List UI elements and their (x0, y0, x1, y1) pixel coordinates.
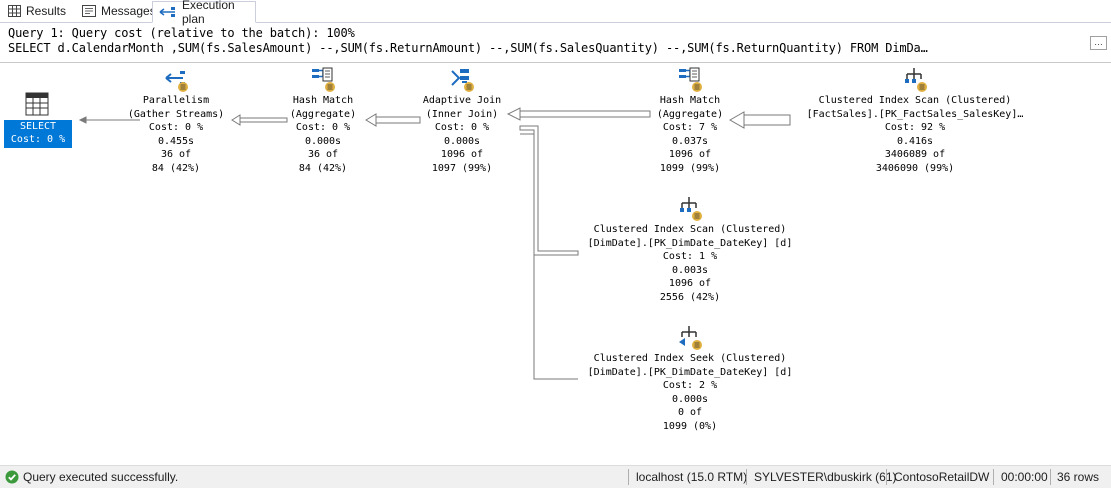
node-line: Cost: 1 % (662, 251, 718, 262)
adaptive-join-node[interactable]: Adaptive Join (Inner Join) Cost: 0 % 0.0… (404, 66, 520, 175)
select-node-cost: Cost: 0 % (10, 134, 66, 145)
node-line: 0.000s (304, 135, 342, 147)
clustered-index-seek-icon (679, 326, 702, 350)
execution-plan-canvas: SELECT Cost: 0 % Parallelism (Gather Str… (0, 62, 1111, 465)
tab-execution-plan[interactable]: Execution plan (152, 0, 256, 26)
status-separator (628, 469, 629, 485)
tab-messages[interactable]: Messages (76, 1, 156, 21)
status-bar: Query executed successfully. localhost (… (0, 465, 1111, 488)
grid-icon (8, 5, 21, 17)
node-line: Parallelism (142, 95, 210, 106)
status-message: Query executed successfully. (23, 470, 179, 484)
expand-query-button[interactable]: … (1090, 36, 1107, 50)
node-line: [DimDate].[PK_DimDate_DateKey] [d] (587, 366, 793, 378)
arrowhead-hashmatch1 (365, 113, 377, 127)
node-line: 1096 of (440, 149, 484, 160)
parallelism-node[interactable]: Parallelism (Gather Streams) Cost: 0 % 0… (120, 66, 232, 175)
node-line: 36 of (307, 149, 339, 160)
node-line: 1096 of (668, 278, 712, 289)
status-separator (993, 469, 994, 485)
node-line: Cost: 0 % (148, 122, 204, 133)
status-separator (886, 469, 887, 485)
hash-match-icon (679, 67, 702, 92)
clustered-index-scan-icon (905, 68, 927, 92)
node-line: 0 of (677, 407, 703, 418)
arrowhead-adaptivejoin (506, 107, 521, 121)
hash-match-aggregate-node-1[interactable]: Hash Match (Aggregate) Cost: 0 % 0.000s … (270, 66, 376, 175)
tab-messages-label: Messages (101, 4, 156, 18)
node-line: (Gather Streams) (127, 108, 225, 120)
select-node-label: SELECT (19, 121, 57, 132)
node-line: Cost: 2 % (662, 380, 718, 391)
node-line: (Aggregate) (656, 108, 724, 120)
query-text-line: SELECT d.CalendarMonth ,SUM(fs.SalesAmou… (8, 41, 928, 55)
node-line: [FactSales].[PK_FactSales_SalesKey]… (806, 108, 1024, 120)
plan-connectors (78, 107, 791, 380)
status-rows: 36 rows (1057, 470, 1100, 484)
node-line: (Aggregate) (289, 108, 357, 120)
tab-execution-plan-label: Execution plan (182, 0, 235, 26)
clustered-index-seek-dimdate-node[interactable]: Clustered Index Seek (Clustered) [DimDat… (570, 324, 810, 433)
hash-match-icon (312, 67, 335, 92)
hash-match-aggregate-node-2[interactable]: Hash Match (Aggregate) Cost: 7 % 0.037s … (636, 66, 744, 175)
node-line: 36 of (160, 149, 192, 160)
node-line: Adaptive Join (422, 95, 502, 106)
node-line: Cost: 92 % (884, 122, 946, 133)
status-user: SYLVESTER\dbuskirk (61) (754, 470, 897, 484)
node-line: 3406090 (99%) (875, 162, 955, 174)
node-line: Hash Match (292, 95, 354, 106)
clustered-index-scan-dimdate-node[interactable]: Clustered Index Scan (Clustered) [DimDat… (570, 195, 810, 304)
execution-plan-icon (159, 7, 175, 17)
select-icon (25, 92, 49, 116)
arrow-factsales-hashmatch2 (741, 114, 791, 126)
select-node[interactable]: SELECT Cost: 0 % (4, 120, 72, 148)
node-line: Cost: 0 % (295, 122, 351, 133)
plan-header: Query 1: Query cost (relative to the bat… (0, 24, 1111, 63)
adaptive-join-icon (451, 69, 474, 92)
clustered-index-scan-icon (680, 197, 702, 221)
clustered-index-scan-factsales-node[interactable]: Clustered Index Scan (Clustered) [FactSa… (790, 66, 1040, 175)
arrow-dimdate-seek-adaptivejoin (520, 133, 578, 380)
query-cost-line: Query 1: Query cost (relative to the bat… (8, 26, 355, 40)
success-check-icon (5, 470, 19, 484)
messages-icon (82, 5, 96, 17)
node-line: 84 (42%) (298, 162, 348, 174)
node-line: Cost: 0 % (434, 122, 490, 133)
node-line: Clustered Index Seek (Clustered) (593, 353, 787, 364)
tab-results[interactable]: Results (2, 1, 68, 21)
status-server: localhost (15.0 RTM) (636, 470, 748, 484)
arrowhead-select (78, 116, 87, 124)
status-database: ContosoRetailDW (894, 470, 990, 484)
node-line: [DimDate].[PK_DimDate_DateKey] [d] (587, 237, 793, 249)
node-line: Clustered Index Scan (Clustered) (818, 95, 1012, 106)
node-line: 0.003s (671, 264, 709, 276)
node-line: 0.455s (157, 135, 195, 147)
node-line: 0.000s (671, 393, 709, 405)
status-separator (746, 469, 747, 485)
node-line: 84 (42%) (151, 162, 201, 174)
node-line: 0.416s (896, 135, 934, 147)
node-line: 0.000s (443, 135, 481, 147)
node-line: 1099 (99%) (659, 162, 721, 174)
node-line: 2556 (42%) (659, 291, 721, 303)
arrowhead-parallelism (231, 114, 241, 126)
status-elapsed: 00:00:00 (1001, 470, 1048, 484)
node-line: 3406089 of (884, 149, 946, 160)
arrowhead-hashmatch2 (728, 111, 745, 129)
parallelism-icon (165, 71, 188, 92)
arrow-hashmatch2-adaptivejoin (517, 110, 651, 118)
node-line: 1099 (0%) (662, 420, 718, 432)
node-line: (Inner Join) (425, 108, 499, 120)
tab-results-label: Results (26, 4, 67, 18)
result-tabs: Results Messages Execution plan (0, 0, 1111, 26)
node-line: 1097 (99%) (431, 162, 493, 174)
node-line: Hash Match (659, 95, 721, 106)
node-line: Clustered Index Scan (Clustered) (593, 224, 787, 235)
node-line: Cost: 7 % (662, 122, 718, 133)
node-line: 1096 of (668, 149, 712, 160)
node-line: 0.037s (671, 135, 709, 147)
status-separator (1050, 469, 1051, 485)
